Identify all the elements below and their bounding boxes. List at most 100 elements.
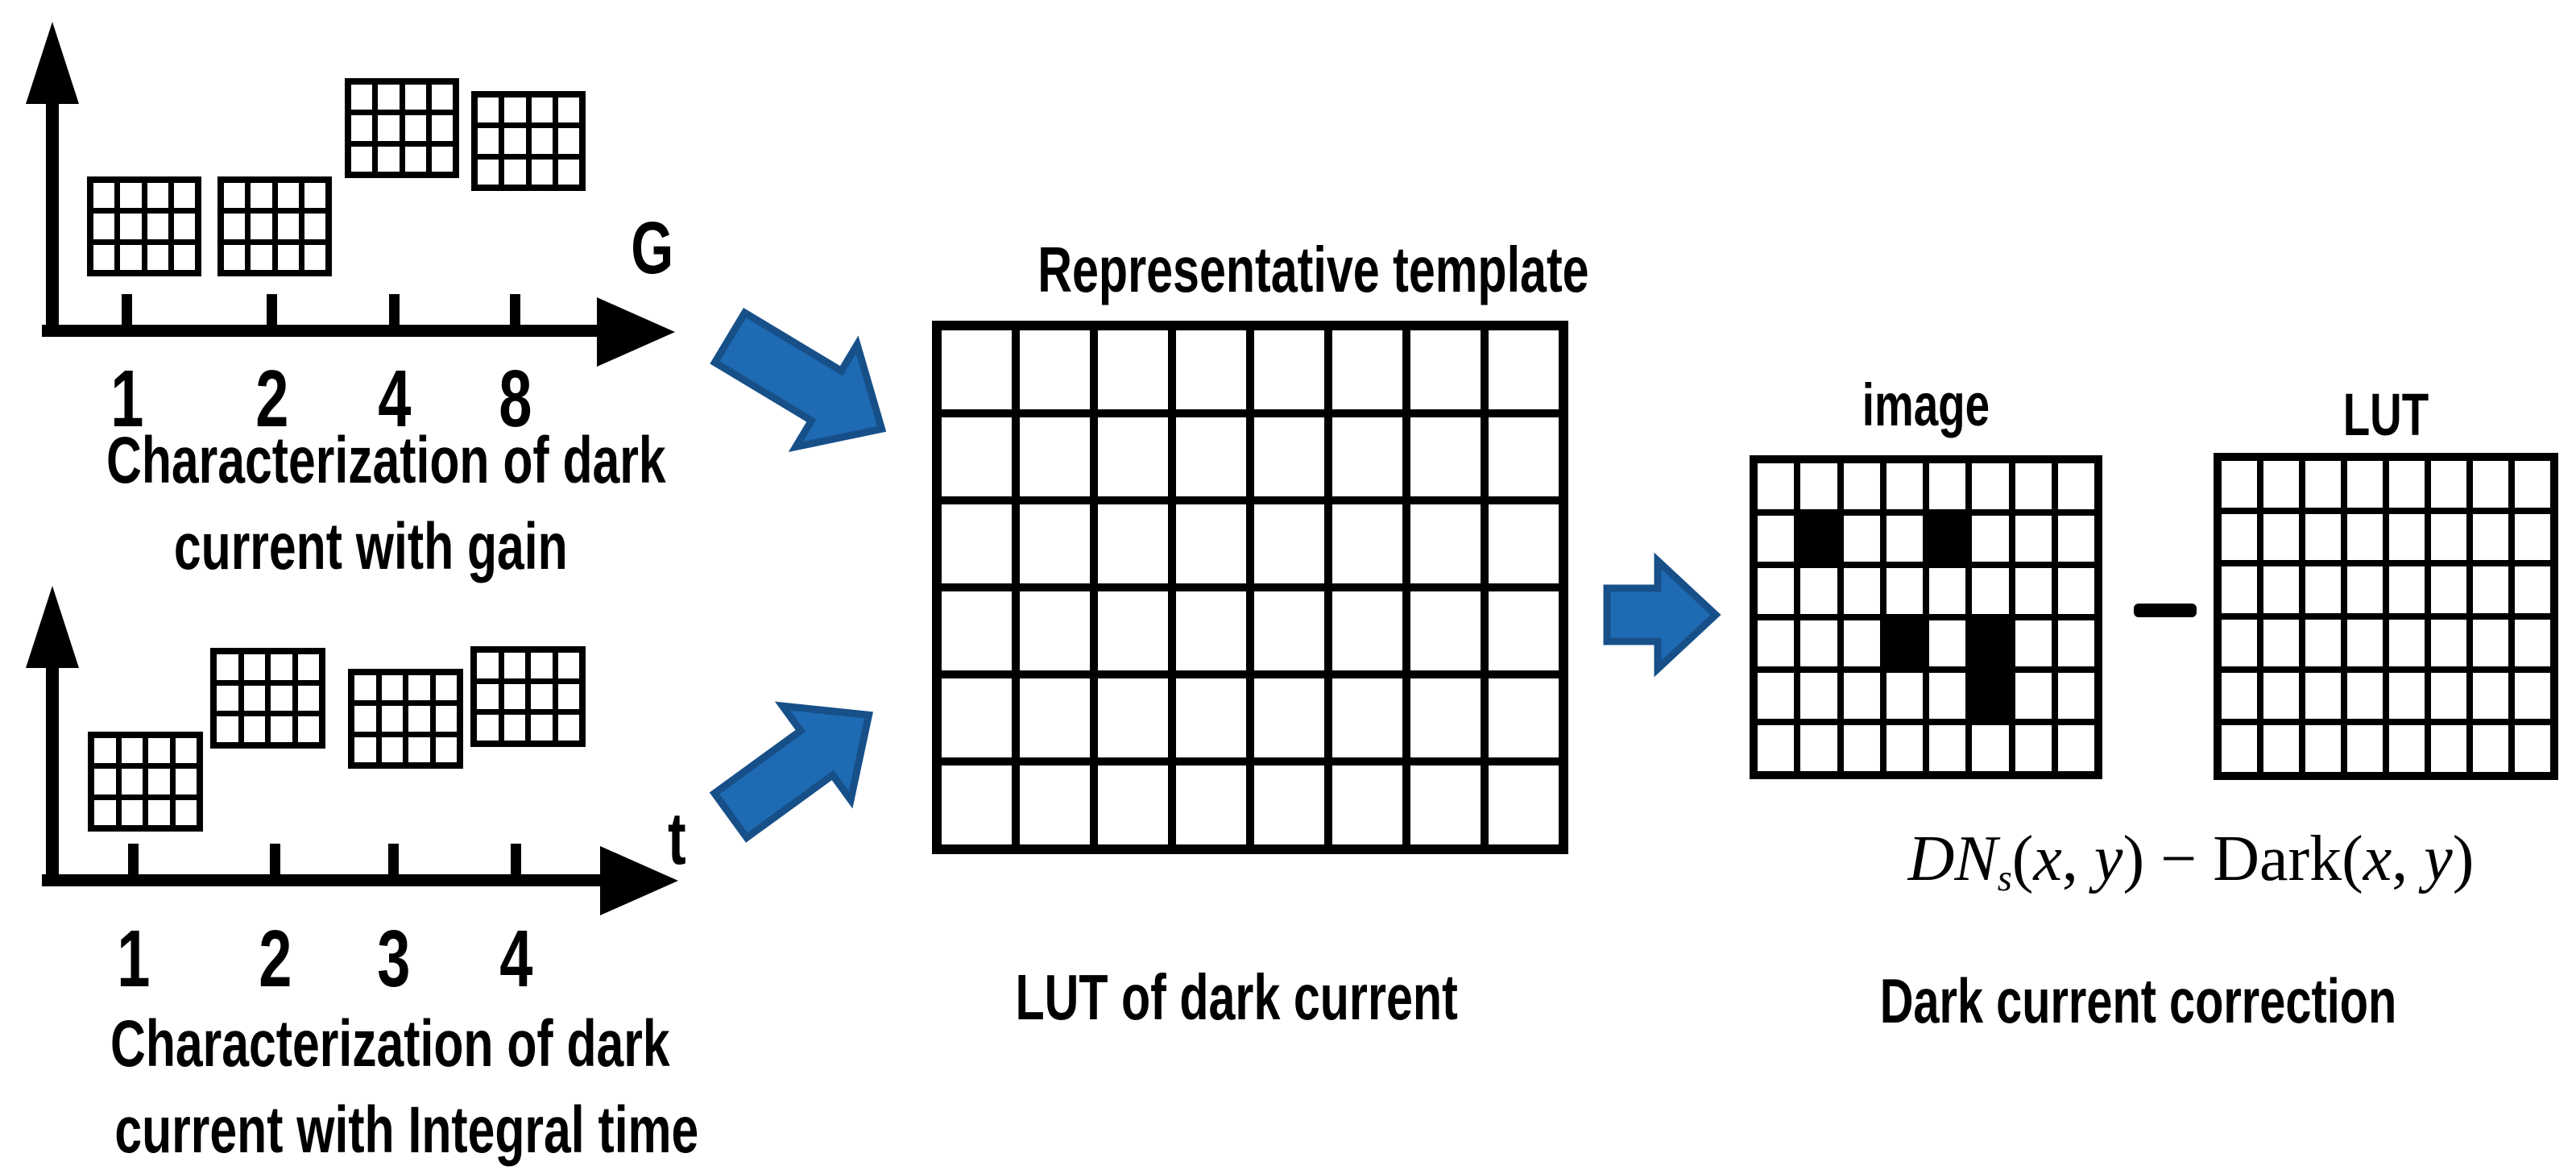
grid-cell xyxy=(94,738,116,764)
grid-cell xyxy=(2389,461,2425,508)
grid-cell xyxy=(120,244,142,270)
grid-cell xyxy=(404,115,426,141)
grid-cell xyxy=(2305,566,2341,613)
grid-cell xyxy=(2431,513,2466,561)
gain-caption: Characterization of dark current with ga… xyxy=(8,417,733,590)
time-sample-grid-2 xyxy=(210,648,325,749)
grid-cell xyxy=(271,685,292,712)
grid-cell xyxy=(942,678,1012,757)
lut-template-grid xyxy=(932,321,1568,854)
arrow-time-to-template-icon xyxy=(709,701,873,843)
gain-tick-label: 8 xyxy=(483,359,548,439)
grid-cell xyxy=(1800,568,1837,614)
time-tick-label-text: 2 xyxy=(259,914,292,1004)
template-title-text: Representative template xyxy=(1037,234,1589,305)
lut-grid-label-text: LUT xyxy=(2342,381,2429,448)
grid-cell xyxy=(1800,463,1837,509)
grid-cell-dark xyxy=(1800,516,1837,562)
grid-cell xyxy=(1332,678,1402,757)
grid-cell xyxy=(148,799,170,825)
grid-cell xyxy=(304,214,325,239)
grid-cell xyxy=(243,685,265,712)
gain-tick-label-text: 1 xyxy=(110,354,144,444)
time-axis-tick xyxy=(128,844,139,878)
grid-cell xyxy=(2389,620,2425,666)
grid-cell xyxy=(2263,461,2299,508)
grid-cell xyxy=(120,214,142,239)
grid-cell xyxy=(297,654,319,680)
template-title: Representative template xyxy=(941,236,1588,304)
grid-cell xyxy=(478,98,499,123)
grid-cell xyxy=(1972,463,2009,509)
grid-cell xyxy=(1020,417,1090,496)
grid-cell xyxy=(477,653,499,678)
grid-cell xyxy=(2473,672,2508,720)
grid-cell xyxy=(148,769,170,795)
grid-cell xyxy=(2015,463,2052,509)
time-sample-grid-4 xyxy=(470,646,586,747)
grid-cell xyxy=(277,244,299,270)
grid-cell xyxy=(2222,620,2257,666)
grid-cell xyxy=(351,115,373,141)
grid-cell xyxy=(477,683,499,710)
grid-cell xyxy=(2389,513,2425,561)
grid-cell xyxy=(2057,568,2094,614)
grid-cell xyxy=(1332,417,1402,496)
grid-cell xyxy=(1176,417,1246,496)
grid-cell xyxy=(1758,673,1795,719)
lut-grid-label: LUT xyxy=(2214,384,2558,446)
time-tick-label: 3 xyxy=(362,919,426,999)
grid-cell xyxy=(504,98,526,123)
gain-caption-line1-text: Characterization of dark xyxy=(106,424,666,497)
grid-cell-dark xyxy=(1972,620,2009,666)
time-tick-label: 4 xyxy=(484,919,549,999)
grid-cell xyxy=(504,159,526,185)
grid-cell xyxy=(2347,725,2383,772)
grid-cell xyxy=(2431,566,2466,613)
gain-x-axis xyxy=(42,325,599,337)
grid-cell xyxy=(251,214,272,239)
grid-cell xyxy=(1489,417,1559,496)
arrow-template-to-correction-icon xyxy=(1603,552,1721,678)
grid-cell xyxy=(243,716,265,742)
formula-close-paren: ) xyxy=(2123,824,2145,894)
time-y-axis xyxy=(46,659,59,886)
grid-cell xyxy=(354,706,376,732)
grid-cell xyxy=(1176,591,1246,670)
grid-cell xyxy=(1098,504,1168,583)
time-y-axis-arrowhead-icon xyxy=(26,586,79,668)
grid-cell-dark xyxy=(1972,673,2009,719)
grid-cell-dark xyxy=(1886,620,1923,666)
grid-cell xyxy=(175,799,197,825)
time-axis-tick xyxy=(511,844,521,878)
grid-cell xyxy=(408,675,430,701)
formula-var-y: y xyxy=(2424,824,2453,894)
time-tick-label-text: 1 xyxy=(117,914,151,1004)
image-grid-label: image xyxy=(1750,374,2102,437)
grid-cell xyxy=(531,98,553,123)
grid-cell xyxy=(942,417,1012,496)
grid-cell xyxy=(2057,673,2094,719)
gain-axis-label: G xyxy=(616,211,689,285)
grid-cell xyxy=(2222,566,2257,613)
grid-cell xyxy=(243,654,265,680)
image-grid-label-text: image xyxy=(1862,371,1990,438)
grid-cell xyxy=(2515,513,2550,561)
grid-cell xyxy=(1410,591,1481,670)
gain-tick-label: 1 xyxy=(95,359,159,439)
gain-sample-grid-8 xyxy=(471,91,586,191)
grid-cell xyxy=(2473,620,2508,666)
formula-var-x: x xyxy=(2363,824,2392,894)
grid-cell xyxy=(1929,673,1966,719)
grid-cell xyxy=(2263,725,2299,772)
grid-cell xyxy=(1098,678,1168,757)
time-tick-label-text: 3 xyxy=(377,914,411,1004)
grid-cell xyxy=(2473,461,2508,508)
grid-cell xyxy=(2015,620,2052,666)
grid-cell xyxy=(217,685,238,712)
grid-cell xyxy=(477,715,499,741)
gain-axis-tick xyxy=(389,294,400,328)
grid-cell xyxy=(351,146,373,172)
grid-cell xyxy=(1489,504,1559,583)
